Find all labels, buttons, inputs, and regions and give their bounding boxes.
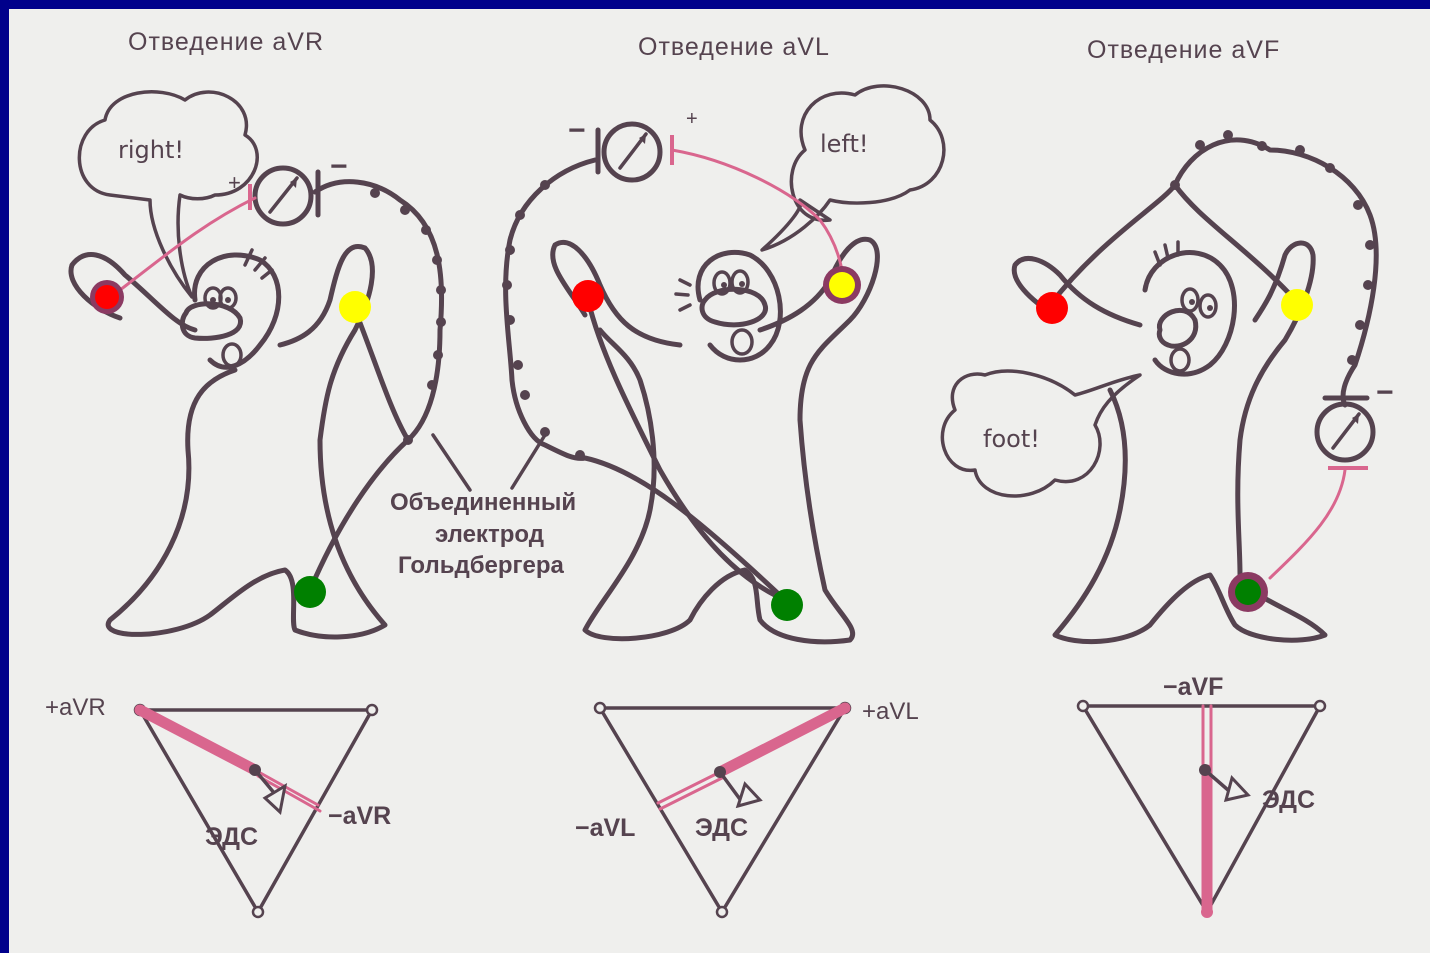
diagram-slide: Отведение aVR right! bbox=[9, 9, 1430, 953]
panel-avl: Отведение aVL left! + bbox=[502, 33, 944, 917]
lead-plus-label: +aVR bbox=[45, 694, 106, 721]
figure-head bbox=[182, 250, 278, 367]
combined-electrode-note: Объединенный электрод Гольдбергера bbox=[390, 435, 576, 579]
cable-beads bbox=[370, 188, 446, 445]
panel-title: Отведение aVL bbox=[638, 33, 830, 61]
panel-avr: Отведение aVR right! bbox=[45, 28, 446, 917]
electrode-foot-green bbox=[294, 576, 326, 608]
note-line-2: электрод bbox=[435, 521, 544, 548]
lead-plus-label: +aVL bbox=[862, 698, 919, 725]
active-lead-wire bbox=[120, 198, 255, 290]
panel-title: Отведение aVF bbox=[1087, 36, 1280, 64]
panel-avf: Отведение aVF foot! bbox=[942, 36, 1393, 918]
speech-text: right! bbox=[118, 136, 184, 164]
panel-title: Отведение aVR bbox=[128, 28, 324, 56]
lead-minus-label: −aVR bbox=[328, 802, 391, 830]
lead-axis-negative bbox=[658, 772, 720, 803]
emf-label: ЭДС bbox=[1262, 786, 1315, 814]
pointer-line bbox=[433, 435, 470, 490]
electrode-wire bbox=[1175, 185, 1297, 302]
figure-head bbox=[1145, 242, 1234, 374]
active-lead-wire bbox=[1270, 470, 1345, 578]
electrode-right-arm-red bbox=[572, 280, 604, 312]
minus-sign: − bbox=[1376, 376, 1394, 409]
lead-minus-label: −aVL bbox=[575, 814, 635, 842]
electrode-foot-green bbox=[771, 589, 803, 621]
goldberger-leads-diagram: Отведение aVR right! bbox=[9, 9, 1430, 953]
plus-sign: + bbox=[228, 170, 241, 195]
electrode-left-arm-yellow bbox=[1281, 289, 1313, 321]
electrode-wire bbox=[355, 310, 408, 440]
cable-beads bbox=[1170, 130, 1375, 365]
electrode-right-arm-red bbox=[95, 285, 119, 309]
note-line-3: Гольдбергера bbox=[398, 552, 565, 579]
minus-sign: − bbox=[568, 114, 586, 147]
speech-bubble: left! bbox=[762, 86, 944, 250]
electrode-foot-green bbox=[1235, 579, 1261, 605]
lead-axis-negative bbox=[255, 770, 318, 805]
speech-text: left! bbox=[820, 130, 869, 158]
einthoven-triangle: −aVF ЭДС bbox=[1078, 673, 1325, 918]
figure-head bbox=[676, 252, 780, 360]
galvanometer: − bbox=[1317, 376, 1394, 460]
electrode-right-arm-red bbox=[1036, 292, 1068, 324]
einthoven-triangle: +aVL −aVL ЭДС bbox=[575, 698, 919, 917]
note-line-1: Объединенный bbox=[390, 489, 576, 516]
minus-sign: − bbox=[330, 150, 348, 183]
einthoven-triangle: +aVR −aVR ЭДС bbox=[45, 694, 391, 917]
emf-label: ЭДС bbox=[695, 814, 748, 842]
emf-label: ЭДС bbox=[205, 823, 258, 851]
electrode-left-arm-yellow bbox=[339, 291, 371, 323]
electrode-left-arm-yellow bbox=[829, 272, 855, 298]
plus-sign: + bbox=[686, 108, 698, 130]
galvanometer: + − bbox=[568, 108, 698, 180]
lead-minus-label: −aVF bbox=[1163, 673, 1223, 701]
speech-text: foot! bbox=[983, 425, 1040, 453]
